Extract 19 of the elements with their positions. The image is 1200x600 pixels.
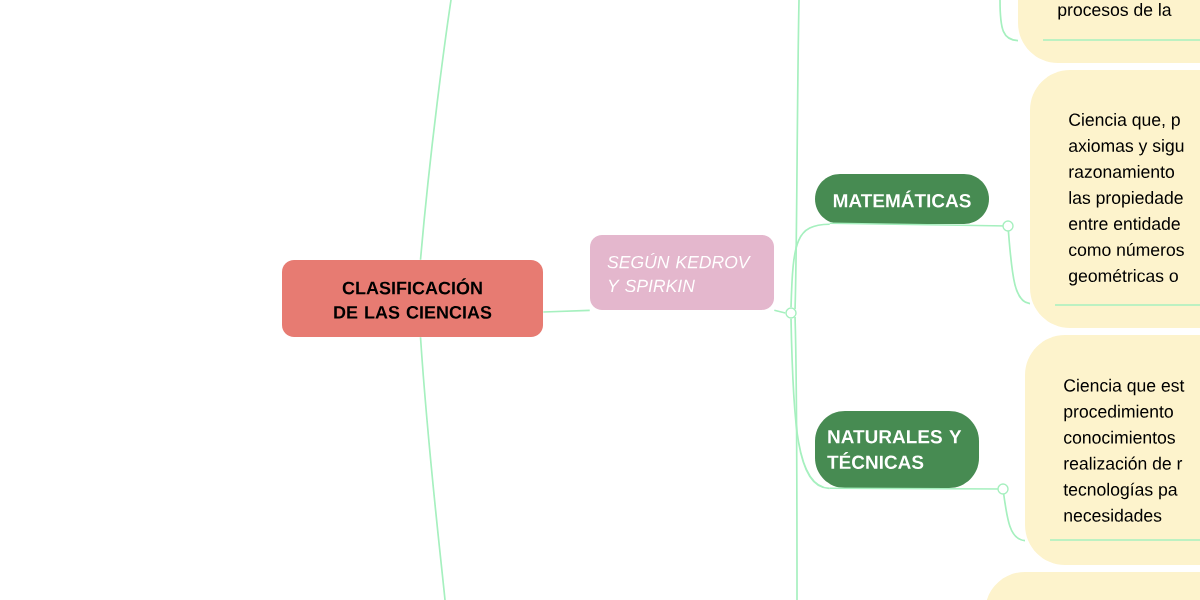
subtopic-box: SEGÚN KEDROV Y SPIRKIN <box>590 235 774 310</box>
connector-line <box>773 309 787 314</box>
note-card: Ciencia que est procedimiento conocimientos realización de r tecnologías pa necesidades <box>1025 335 1200 565</box>
topic-box: CLASIFICACIÓN DE LAS CIENCIAS <box>282 260 543 337</box>
connector-line <box>794 316 798 600</box>
connector-line <box>419 336 446 600</box>
category-box: NATURALES Y TÉCNICAS <box>815 411 979 488</box>
connector-line <box>790 223 831 309</box>
note-card: procesos de la <box>1018 0 1200 63</box>
category-box: MATEMÁTICAS <box>815 174 989 224</box>
connector-line <box>794 0 800 310</box>
connector-line <box>790 317 831 490</box>
connector-line <box>828 222 1031 305</box>
connector-line <box>542 309 591 313</box>
note-card <box>985 572 1200 600</box>
connector-line <box>999 0 1019 42</box>
note-card: Ciencia que, p axiomas y sigu razonamiento las propiedade entre entidade como números geométricas o <box>1030 70 1200 328</box>
connector-line <box>828 487 1026 542</box>
connector-line <box>419 0 452 261</box>
